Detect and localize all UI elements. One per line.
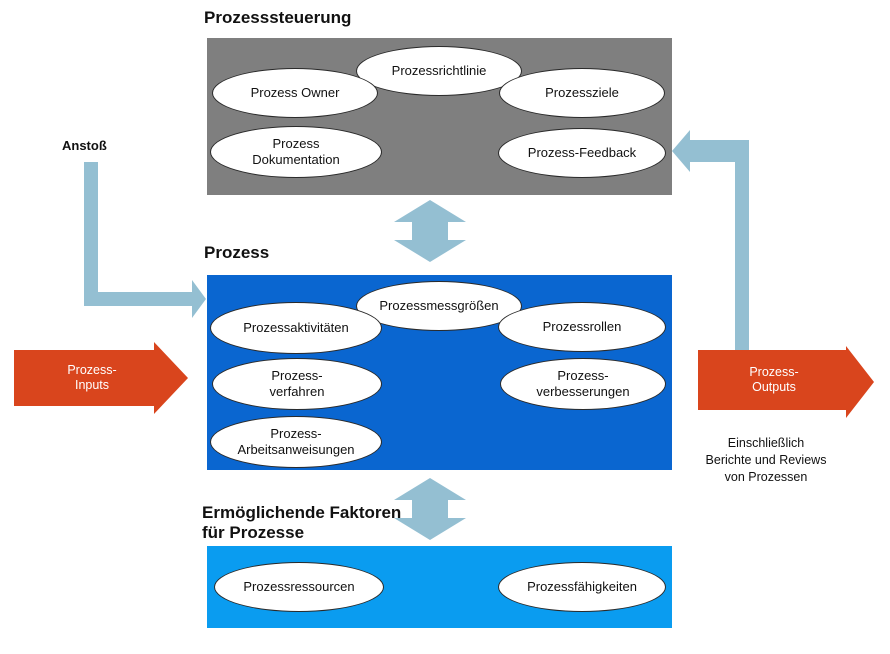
trigger-connector-arrow: [84, 162, 206, 318]
trigger-label: Anstoß: [62, 138, 107, 153]
ellipse-prozessressourcen: Prozessressourcen: [214, 562, 384, 612]
ellipse-prozessverfahren: Prozess- verfahren: [212, 358, 382, 410]
feedback-connector-arrowhead: [672, 130, 690, 172]
ellipse-prozess-arbeitsanweisungen: Prozess- Arbeitsanweisungen: [210, 416, 382, 468]
inputs-label: Prozess- Inputs: [67, 363, 117, 392]
ellipse-prozessrollen: Prozessrollen: [498, 302, 666, 352]
ellipse-prozessaktivitaeten: Prozessaktivitäten: [210, 302, 382, 354]
outputs-note: Einschließlich Berichte und Reviews von …: [705, 436, 827, 484]
ellipse-prozess-owner: Prozess Owner: [212, 68, 378, 118]
ellipse-prozessrichtlinie: Prozessrichtlinie: [356, 46, 522, 96]
inputs-arrow: [14, 342, 188, 414]
double-arrow-process-enablers: [394, 478, 466, 540]
process-title: Prozess: [204, 243, 270, 262]
governance-title: Prozesssteuerung: [204, 8, 352, 27]
ellipse-prozess-dokumentation: Prozess Dokumentation: [210, 126, 382, 178]
ellipse-prozessfaehigkeiten: Prozessfähigkeiten: [498, 562, 666, 612]
ellipse-prozessverbesserungen: Prozess- verbesserungen: [500, 358, 666, 410]
outputs-arrow: [698, 346, 874, 418]
ellipse-prozess-feedback: Prozess-Feedback: [498, 128, 666, 178]
feedback-connector-arrow-body: [690, 140, 749, 350]
enablers-title: Ermöglichende Faktoren für Prozesse: [202, 503, 402, 542]
outputs-label: Prozess- Outputs: [749, 365, 799, 394]
double-arrow-governance-process: [394, 200, 466, 262]
ellipse-prozessziele: Prozessziele: [499, 68, 665, 118]
ellipse-prozessmessgroessen: Prozessmessgrößen: [356, 281, 522, 331]
